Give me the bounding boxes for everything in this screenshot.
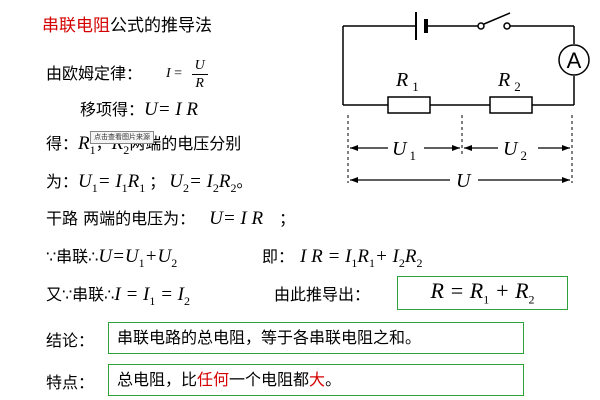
series2-label: 又∵串联∴ xyxy=(46,285,115,304)
series2-formula: I = I1 = I2 xyxy=(114,284,191,308)
conclusion-box: 串联电路的总电阻，等于各串联电阻之和。 xyxy=(108,322,524,354)
series-line-1: ∵串联∴U=U1+U2 xyxy=(46,247,177,273)
series-line-1-ji: 即： I R = I1R1+ I2R2 xyxy=(262,247,422,273)
series1-formula: U=U1+U2 xyxy=(98,246,178,270)
arrow-u-left xyxy=(350,177,358,183)
switch-contact-left xyxy=(477,22,485,30)
conclusion-text: 串联电路的总电阻，等于各串联电阻之和。 xyxy=(117,328,422,347)
arrow-u2-left xyxy=(464,145,472,151)
ohm-denominator: R xyxy=(195,75,204,91)
feature-highlight-big: 大 xyxy=(309,370,326,389)
ammeter-icon xyxy=(558,44,590,76)
arrow-u1-left xyxy=(350,145,358,151)
switch-lever xyxy=(483,12,511,25)
ohm-numerator: U xyxy=(191,57,208,75)
series1-ir-formula: I R = I1R1+ I2R2 xyxy=(300,246,423,270)
wei-label: 为： xyxy=(46,172,79,191)
u-total-label: U xyxy=(456,170,472,192)
resistor-r2 xyxy=(489,96,533,114)
feature-highlight-any: 任何 xyxy=(197,370,230,389)
wei-sep: ； xyxy=(149,172,166,191)
wei-line: 为：U1= I1R1；U2= I2R2。 xyxy=(46,172,253,198)
ohm-law-formula: I = U R xyxy=(166,52,208,96)
image-source-tooltip[interactable]: 点击查看图片来源 xyxy=(90,131,154,144)
feature-text: 总电阻，比任何一个电阻都大。 xyxy=(117,370,342,389)
trunk-end: ； xyxy=(279,209,296,228)
feature-label: 特点： xyxy=(46,373,95,392)
series2-derive: 由此推导出： xyxy=(274,285,371,304)
rearranged-line: 移项得：U= I R xyxy=(80,100,198,120)
ohm-law-label: 由欧姆定律： xyxy=(46,64,143,83)
arrow-u1-right xyxy=(452,145,460,151)
ohm-fraction: U R xyxy=(191,57,208,92)
conclusion-label: 结论： xyxy=(46,331,95,350)
page-title: 串联电阻公式的推导法 xyxy=(42,16,212,36)
voltage-r1: R1 xyxy=(78,133,96,157)
result-formula: R = R1 + R2 xyxy=(430,278,535,307)
title-highlight: 串联电阻 xyxy=(42,16,110,36)
series1-ji: 即： xyxy=(262,247,295,266)
switch-contact-right xyxy=(503,22,511,30)
result-formula-box: R = R1 + R2 xyxy=(397,276,568,310)
series-line-2: 又∵串联∴I = I1 = I2 xyxy=(46,285,190,311)
trunk-label: 干路 两端的电压为： xyxy=(46,209,196,228)
trunk-formula: U= I R xyxy=(209,208,264,229)
trunk-line: 干路 两端的电压为： U= I R ； xyxy=(46,209,295,229)
ohm-eq: = xyxy=(170,66,186,81)
arrow-u2-right xyxy=(562,145,570,151)
title-rest: 公式的推导法 xyxy=(110,16,212,36)
ohm-lhs: I xyxy=(166,66,171,81)
rearranged-formula: U= I R xyxy=(144,99,198,120)
rearranged-label: 移项得： xyxy=(80,100,145,119)
resistor-r1 xyxy=(387,96,431,114)
wei-formula-1: U1= I1R1 xyxy=(78,171,146,195)
arrow-u-right xyxy=(562,177,570,183)
feature-box: 总电阻，比任何一个电阻都大。 xyxy=(108,364,524,396)
series1-label: ∵串联∴ xyxy=(46,247,99,266)
voltage-label: 得： xyxy=(46,134,79,153)
wei-end: 。 xyxy=(236,172,253,191)
ammeter-label: A xyxy=(567,48,582,73)
wei-formula-2: U2= I2R2 xyxy=(169,171,237,195)
voltage-text: 两端的电压分别 xyxy=(129,134,242,153)
